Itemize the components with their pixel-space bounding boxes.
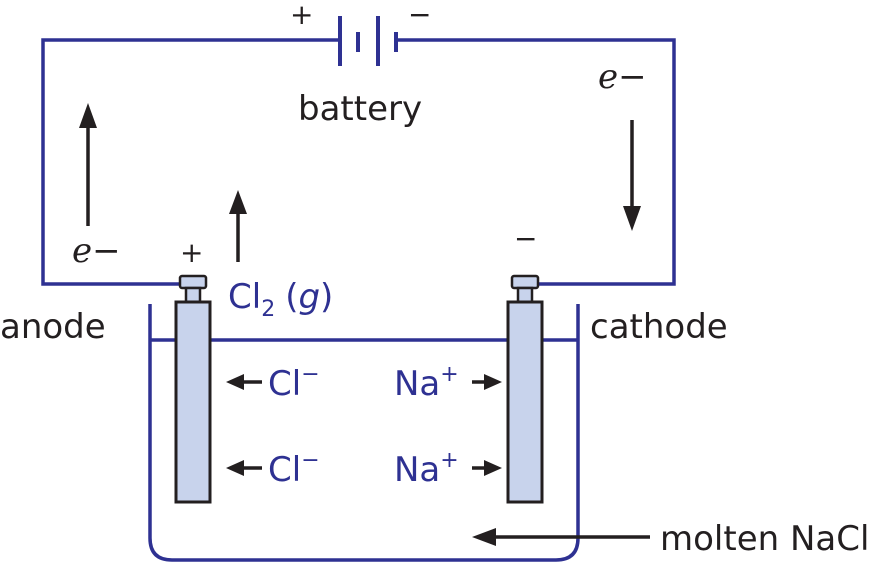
electron-flow-up-arrow <box>79 103 97 226</box>
cathode-electrode <box>506 274 544 504</box>
sodium-arrow-2 <box>472 460 502 476</box>
anode-label: anode <box>0 307 106 347</box>
battery-icon <box>338 16 398 66</box>
electrolysis-container <box>148 304 580 562</box>
sodium-arrow-1 <box>472 374 502 390</box>
chloride-ion-1: Cl− <box>268 362 320 404</box>
electron-flow-down-arrow <box>623 120 641 231</box>
battery-minus-sign: − <box>408 0 431 31</box>
chloride-arrow-2 <box>226 460 262 476</box>
battery-plus-sign: + <box>290 0 313 31</box>
battery-label: battery <box>298 89 422 129</box>
gas-release-arrow <box>229 190 247 262</box>
anode-electrode <box>174 274 212 504</box>
cathode-sign: − <box>514 222 537 255</box>
sodium-ion-2: Na+ <box>394 448 459 490</box>
electron-label-right: e− <box>598 57 647 97</box>
molten-nacl-label: molten NaCl <box>660 519 869 559</box>
chlorine-gas-label: Cl2(g) <box>228 277 333 322</box>
molten-nacl-pointer-arrow <box>472 528 650 546</box>
chloride-arrow-1 <box>226 374 262 390</box>
circuit-wire <box>41 38 676 286</box>
chloride-ion-2: Cl− <box>268 448 320 490</box>
electron-label-left: e− <box>72 231 121 271</box>
anode-sign: + <box>180 236 203 269</box>
sodium-ion-1: Na+ <box>394 362 459 404</box>
cathode-label: cathode <box>590 307 728 347</box>
